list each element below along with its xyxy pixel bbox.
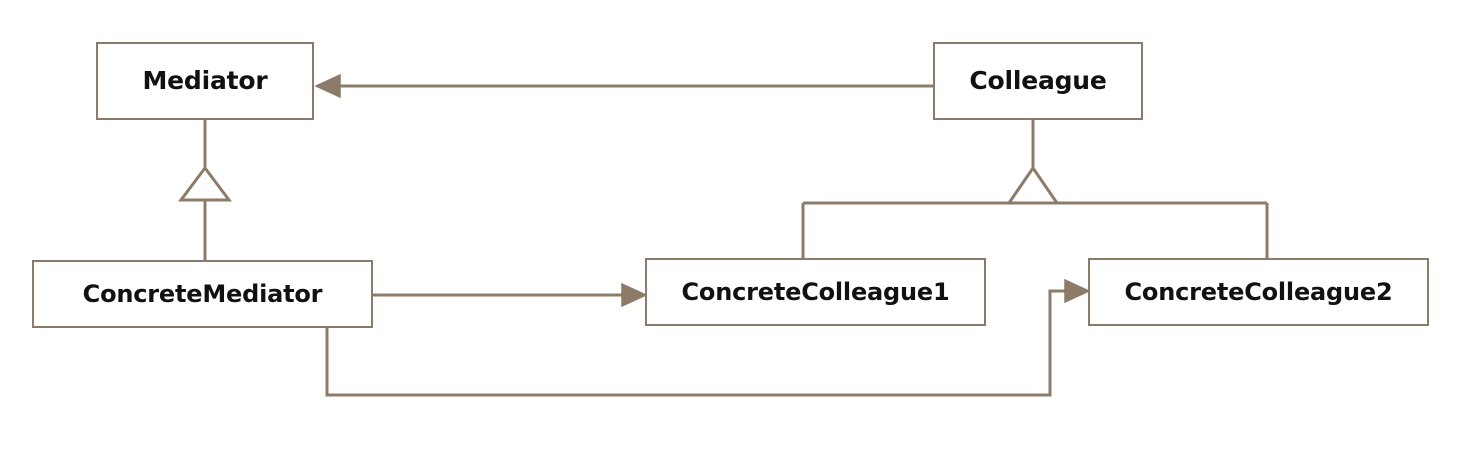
uml-class-colleague[interactable]: Colleague bbox=[933, 42, 1143, 120]
uml-class-label: Colleague bbox=[969, 66, 1107, 96]
uml-class-concrete-mediator[interactable]: ConcreteMediator bbox=[32, 260, 373, 328]
filled-triangle-arrowhead-icon bbox=[314, 73, 341, 99]
hollow-triangle-arrowhead-icon bbox=[178, 165, 232, 202]
uml-class-concrete-colleague-2[interactable]: ConcreteColleague2 bbox=[1088, 258, 1429, 326]
connector-concrete-mediator-to-colleague2 bbox=[325, 278, 1091, 397]
filled-triangle-arrowhead-icon bbox=[1064, 278, 1091, 304]
uml-class-mediator[interactable]: Mediator bbox=[96, 42, 314, 120]
uml-class-label: ConcreteColleague2 bbox=[1124, 277, 1393, 306]
hollow-triangle-arrowhead-icon bbox=[1006, 165, 1060, 205]
filled-triangle-arrowhead-icon bbox=[621, 282, 648, 308]
connector-colleague-generalization-tree bbox=[801, 120, 1269, 258]
uml-class-label: Mediator bbox=[142, 66, 268, 96]
connector-colleague-to-mediator bbox=[314, 73, 933, 99]
uml-class-concrete-colleague-1[interactable]: ConcreteColleague1 bbox=[645, 258, 986, 326]
uml-class-label: ConcreteColleague1 bbox=[681, 277, 950, 306]
uml-class-label: ConcreteMediator bbox=[82, 279, 323, 308]
connector-polyline bbox=[325, 289, 1073, 397]
connector-concrete-mediator-to-colleague1 bbox=[373, 282, 648, 308]
connector-concrete-mediator-generalization bbox=[178, 120, 232, 260]
